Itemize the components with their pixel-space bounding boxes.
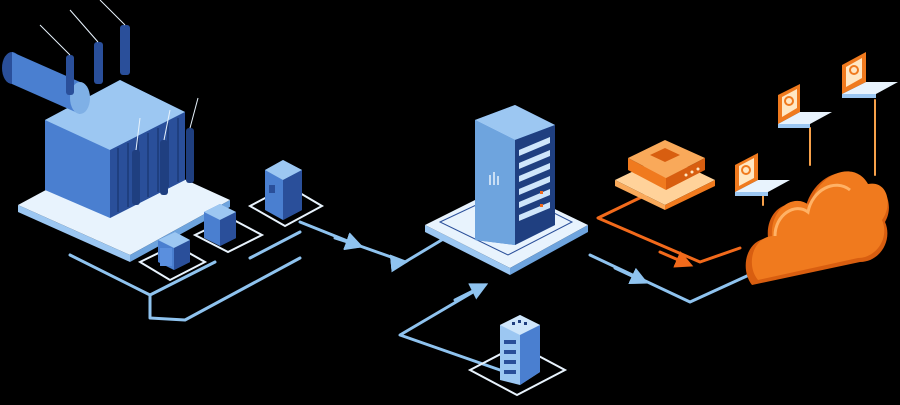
laptop-3 <box>842 52 898 98</box>
meter-link-line-2 <box>248 230 302 260</box>
arrow-to-server <box>333 233 364 251</box>
transformer-loop-line <box>68 253 302 322</box>
meter-link-line-1 <box>148 260 217 297</box>
concentrator-to-server-line <box>398 283 502 372</box>
gateway-to-cloud-line <box>596 190 742 264</box>
data-concentrator-icon <box>467 315 568 397</box>
gateway-device-icon <box>615 140 715 210</box>
server-to-cloud-line <box>588 253 762 304</box>
arrow-concentrator-up <box>453 283 489 302</box>
laptop-1 <box>735 153 790 196</box>
meter-cabinet-2 <box>192 204 265 254</box>
meter-cabinet-1 <box>137 232 208 282</box>
power-transformer-icon <box>2 0 230 262</box>
cloud-icon <box>745 171 889 285</box>
laptop-user-icon <box>735 52 898 196</box>
server-rack-icon <box>425 105 588 275</box>
meter-cabinet-3 <box>247 160 325 228</box>
meter-cabinet-icon <box>137 160 325 282</box>
meters-to-server-line <box>298 220 447 273</box>
laptop-2 <box>778 84 832 128</box>
arrow-gateway-cloud <box>658 250 694 268</box>
arrow-server-cloud <box>613 266 649 285</box>
